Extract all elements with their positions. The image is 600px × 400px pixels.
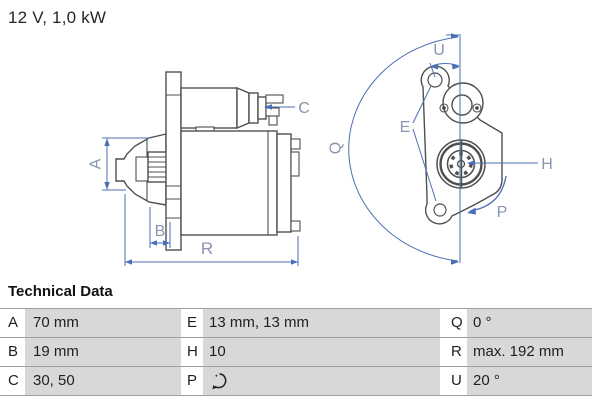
technical-data-heading: Technical Data bbox=[8, 283, 113, 300]
page-title: 12 V, 1,0 kW bbox=[8, 8, 107, 27]
end-view bbox=[420, 65, 503, 225]
spec-value-p bbox=[203, 367, 440, 395]
spec-value-q: 0 ° bbox=[467, 309, 592, 337]
spec-value-u: 20 ° bbox=[467, 367, 592, 395]
end-view-dimension-labels: U E Q H P bbox=[328, 42, 553, 221]
spec-value-e: 13 mm, 13 mm bbox=[203, 309, 440, 337]
mounting-hole bbox=[427, 72, 443, 88]
side-view-dimension-labels: A B R C bbox=[88, 100, 310, 258]
table-row: A 70 mm E 13 mm, 13 mm Q 0 ° bbox=[0, 308, 592, 337]
dim-label-a: A bbox=[88, 158, 105, 169]
table-row: B 19 mm H 10 R max. 192 mm bbox=[0, 337, 592, 366]
shaft-collar bbox=[135, 156, 149, 182]
spec-value-h: 10 bbox=[203, 338, 440, 366]
dim-label-h: H bbox=[541, 156, 553, 173]
spec-value-b: 19 mm bbox=[25, 338, 181, 366]
solenoid-terminal bbox=[265, 107, 280, 117]
table-row: C 30, 50 P U 20 ° bbox=[0, 366, 592, 395]
technical-data-table: A 70 mm E 13 mm, 13 mm Q 0 ° B 19 mm H 1… bbox=[0, 308, 592, 396]
spec-key-r: R bbox=[440, 338, 467, 366]
side-view bbox=[115, 71, 301, 251]
solenoid-terminal bbox=[265, 94, 284, 104]
dim-label-u: U bbox=[433, 42, 445, 59]
spec-key-c: C bbox=[0, 367, 25, 395]
motor-body bbox=[180, 130, 301, 236]
rotation-direction-icon bbox=[212, 373, 227, 390]
mounting-hole bbox=[433, 203, 447, 217]
dim-label-c: C bbox=[298, 100, 310, 117]
end-view-dimension-arrows bbox=[431, 33, 476, 265]
side-view-dimensions bbox=[102, 106, 299, 266]
q-angle-arc bbox=[348, 36, 459, 262]
dim-label-r: R bbox=[201, 239, 213, 258]
dim-label-b: B bbox=[155, 223, 166, 240]
mounting-flange-plate bbox=[165, 71, 182, 251]
spec-value-a: 70 mm bbox=[25, 309, 181, 337]
dim-label-p: P bbox=[497, 204, 508, 221]
spec-value-c: 30, 50 bbox=[25, 367, 181, 395]
side-view-dimension-arrows bbox=[104, 104, 298, 265]
pinion-gear bbox=[147, 151, 168, 183]
small-bolt-hole bbox=[472, 103, 482, 113]
starter-motor-technical-drawing: A B R C bbox=[88, 33, 553, 266]
spec-key-e: E bbox=[181, 309, 203, 337]
spec-key-q: Q bbox=[440, 309, 467, 337]
solenoid bbox=[180, 86, 284, 130]
spec-key-b: B bbox=[0, 338, 25, 366]
top-boss-bore bbox=[451, 94, 473, 116]
spec-key-h: H bbox=[181, 338, 203, 366]
small-bolt-hole bbox=[439, 103, 449, 113]
u-angle-arc bbox=[431, 63, 460, 67]
spec-key-a: A bbox=[0, 309, 25, 337]
dim-label-e: E bbox=[400, 119, 411, 136]
dim-label-q: Q bbox=[328, 142, 345, 154]
spec-key-p: P bbox=[181, 367, 203, 395]
spec-key-u: U bbox=[440, 367, 467, 395]
spec-value-r: max. 192 mm bbox=[467, 338, 592, 366]
